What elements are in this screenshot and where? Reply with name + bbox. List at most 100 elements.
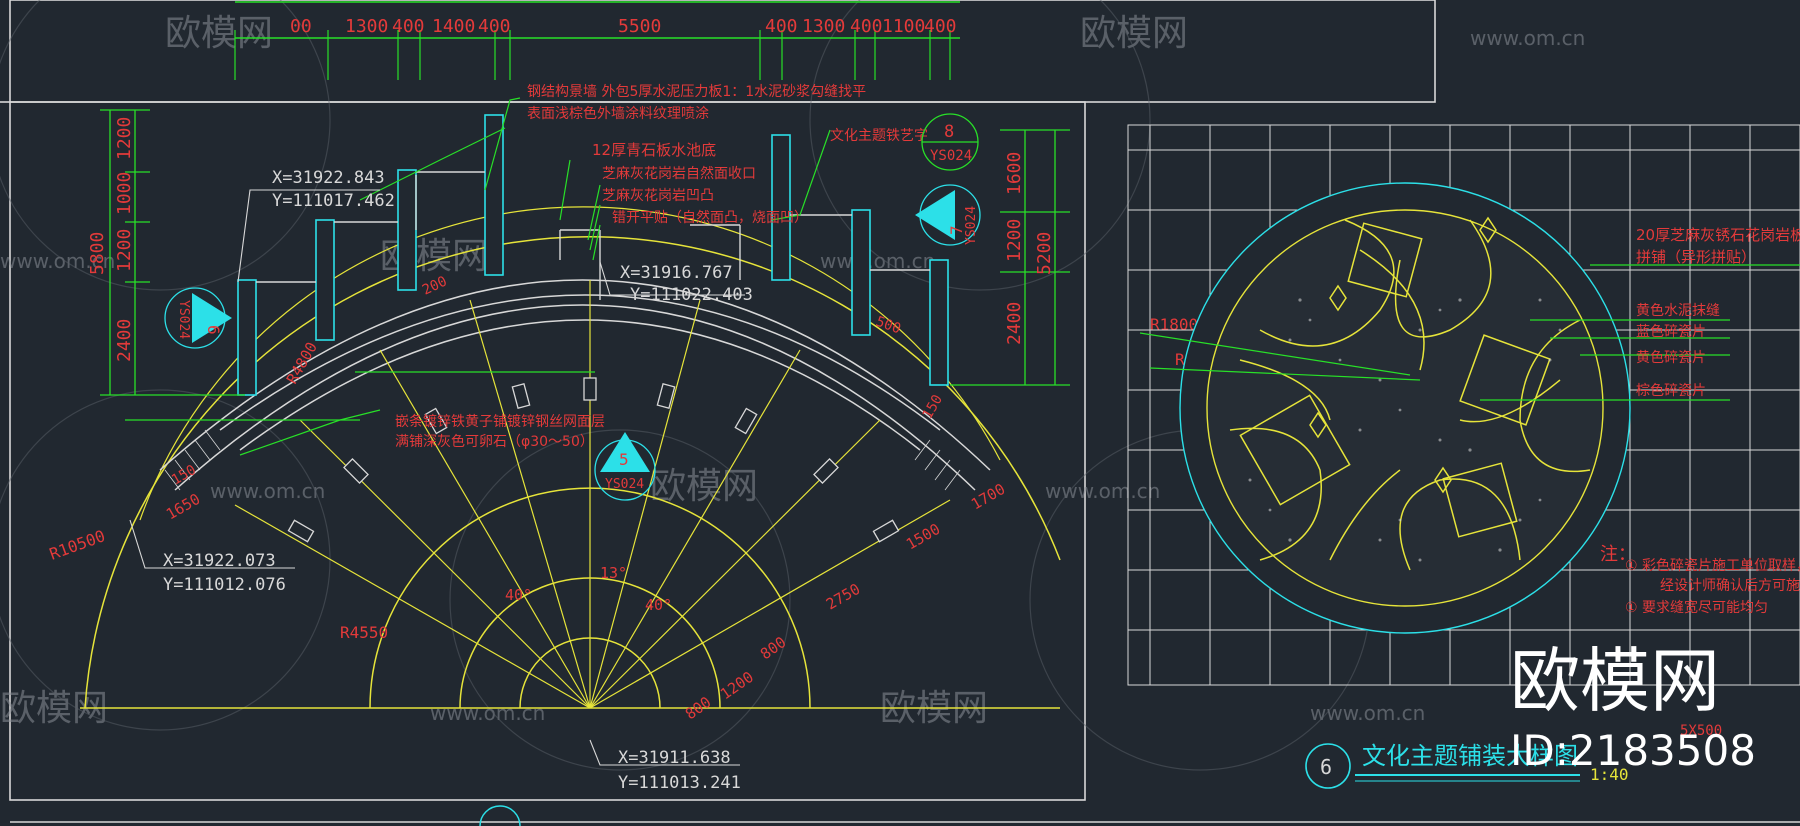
paving-note: 拼铺（异形拼贴） bbox=[1636, 248, 1756, 266]
watermark-url: www.om.cn bbox=[1310, 701, 1425, 725]
coord-leaders bbox=[129, 189, 745, 766]
coord-x: X=31922.073 bbox=[163, 551, 276, 571]
section-ref: YS024 bbox=[605, 477, 644, 492]
watermark-url: www.om.cn bbox=[1045, 479, 1160, 503]
small-dim: 40° bbox=[645, 596, 672, 614]
detail-title-block: 6 文化主题铺装大样图 1:40 bbox=[1305, 742, 1629, 789]
section-num: 5 bbox=[619, 450, 629, 469]
annotation: 满铺深灰色可卵石（φ30～50） bbox=[395, 433, 594, 450]
paving-annotations: 20厚芝麻灰锈石花岗岩板 拼铺（异形拼贴） 黄色水泥抹缝 蓝色碎瓷片 黄色碎瓷片… bbox=[1600, 226, 1800, 739]
paving-circle bbox=[1179, 182, 1631, 634]
watermark-url: www.om.cn bbox=[430, 701, 545, 725]
left-vdim: 2400 bbox=[114, 319, 135, 362]
small-dim: 2750 bbox=[823, 580, 863, 614]
small-dim: 1700 bbox=[968, 480, 1008, 514]
top-dim-center: 5500 bbox=[618, 16, 661, 37]
right-vertical-dims: 1600 1200 2400 5200 bbox=[950, 129, 1070, 386]
radius-label: R10500 bbox=[47, 526, 108, 564]
note: 经设计师确认后方可施工 bbox=[1660, 578, 1800, 594]
watermark-brand: 欧模网 bbox=[650, 466, 758, 507]
note: ① 要求缝宽尽可能均匀 bbox=[1625, 599, 1768, 616]
radius-label: R4550 bbox=[340, 623, 388, 642]
watermark-url: www.om.cn bbox=[1470, 26, 1585, 50]
small-dim: 150 bbox=[169, 462, 199, 489]
top-dim: 1300 bbox=[345, 16, 388, 37]
detail-number: 6 bbox=[1320, 755, 1332, 779]
paving-leaders bbox=[1139, 264, 1800, 401]
top-dim: 400 bbox=[924, 16, 957, 37]
paving-note: 棕色碎瓷片 bbox=[1636, 382, 1706, 399]
coord-x: X=31922.843 bbox=[272, 168, 385, 188]
brand-id: ID:2183508 bbox=[1510, 726, 1756, 775]
right-vdim: 1200 bbox=[1004, 219, 1025, 262]
paving-note: 黄色碎瓷片 bbox=[1636, 349, 1706, 366]
top-dimension-line: 00 1300 400 1400 400 5500 400 1300 400 1… bbox=[234, 1, 960, 80]
top-dim: 400 bbox=[765, 16, 798, 37]
paving-note: 20厚芝麻灰锈石花岗岩板 bbox=[1636, 226, 1800, 244]
top-dim: 400 bbox=[850, 16, 883, 37]
annotation: 芝麻灰花岗岩凹凸 bbox=[602, 188, 714, 204]
coord-x: X=31911.638 bbox=[618, 748, 731, 768]
small-dim: 800 bbox=[757, 633, 790, 663]
annotation: 表面浅棕色外墙涂料纹理喷涂 bbox=[527, 105, 709, 122]
section-ref: YS024 bbox=[176, 300, 191, 339]
annotation: 芝麻灰花岗岩自然面收口 bbox=[602, 165, 756, 182]
top-dim: 1400 bbox=[432, 16, 475, 37]
right-vdim: 1600 bbox=[1004, 152, 1025, 195]
radius-label: R1800 bbox=[1150, 315, 1198, 334]
fan-plan bbox=[80, 114, 1061, 709]
section-ref: YS024 bbox=[964, 206, 979, 245]
top-dim: 1300 bbox=[802, 16, 845, 37]
cut-off-marker bbox=[479, 805, 521, 826]
section-marks: 8 YS024 7 YS024 6 YS024 5 YS024 bbox=[164, 113, 981, 501]
coord-x: X=31916.767 bbox=[620, 263, 733, 283]
small-dim: 1500 bbox=[903, 520, 943, 554]
section-num: 8 bbox=[944, 122, 954, 142]
left-vdim: 1200 bbox=[114, 117, 135, 160]
small-dim: 200 bbox=[420, 273, 450, 298]
left-total-dim: 5800 bbox=[87, 232, 108, 275]
right-total-dim: 5200 bbox=[1034, 232, 1055, 275]
coord-y: Y=111013.241 bbox=[618, 773, 741, 793]
notes-title: 注： bbox=[1600, 544, 1636, 565]
small-dim: 1200 bbox=[717, 668, 757, 703]
watermark-url: www.om.cn bbox=[0, 249, 115, 273]
small-dim: 500 bbox=[874, 314, 903, 338]
top-dim-partial: 00 bbox=[290, 16, 312, 37]
brand-overlay: 欧模网 ID:2183508 bbox=[1510, 640, 1756, 775]
section-mark-5: 5 YS024 bbox=[594, 432, 656, 501]
small-dim: 800 bbox=[682, 693, 715, 723]
material-annotations: 钢结构景墙 外包5厚水泥压力板1：1水泥砂浆勾缝找平 表面浅棕色外墙涂料纹理喷涂… bbox=[395, 84, 928, 450]
section-num: 7 bbox=[947, 225, 966, 235]
annotation: 12厚青石板水池底 bbox=[592, 141, 716, 159]
paving-note: 蓝色碎瓷片 bbox=[1636, 323, 1706, 340]
left-vertical-dims: 1200 1000 1200 2400 5800 bbox=[87, 109, 245, 396]
top-dim: 1100 bbox=[882, 16, 925, 37]
section-mark-7: 7 YS024 bbox=[915, 184, 981, 246]
section-num: 6 bbox=[204, 325, 223, 335]
section-mark-6: 6 YS024 bbox=[164, 287, 232, 349]
top-dim: 400 bbox=[478, 16, 511, 37]
annotation: 钢结构景墙 外包5厚水泥压力板1：1水泥砂浆勾缝找平 bbox=[527, 84, 866, 100]
watermark-brand: 欧模网 bbox=[165, 13, 273, 54]
paving-note: 黄色水泥抹缝 bbox=[1636, 302, 1720, 319]
annotation: 文化主题铁艺字 bbox=[830, 128, 928, 144]
section-mark-8: 8 YS024 bbox=[921, 113, 979, 171]
annotation: 嵌条镀锌铁黄子铺镀锌钢丝网面层 bbox=[395, 413, 605, 430]
coord-y: Y=111012.076 bbox=[163, 575, 286, 595]
coordinate-labels: X=31922.843 Y=111017.462 X=31916.767 Y=1… bbox=[163, 168, 753, 793]
top-dim: 400 bbox=[392, 16, 425, 37]
small-dim: 40° bbox=[505, 586, 532, 604]
left-vdim: 1000 bbox=[114, 172, 135, 215]
watermark-url: www.om.cn bbox=[820, 249, 935, 273]
leader-lines bbox=[125, 97, 831, 456]
small-dim: 1650 bbox=[163, 490, 203, 524]
brand-logo: 欧模网 bbox=[1510, 640, 1720, 722]
radius-label: R4800 bbox=[283, 339, 321, 387]
watermark-brand: 欧模网 bbox=[380, 236, 488, 277]
detail-scale: 1:40 bbox=[1590, 765, 1629, 784]
section-ref: YS024 bbox=[930, 148, 972, 164]
annotation: 错开平贴（自然面凸，烧面凹） bbox=[612, 209, 808, 226]
